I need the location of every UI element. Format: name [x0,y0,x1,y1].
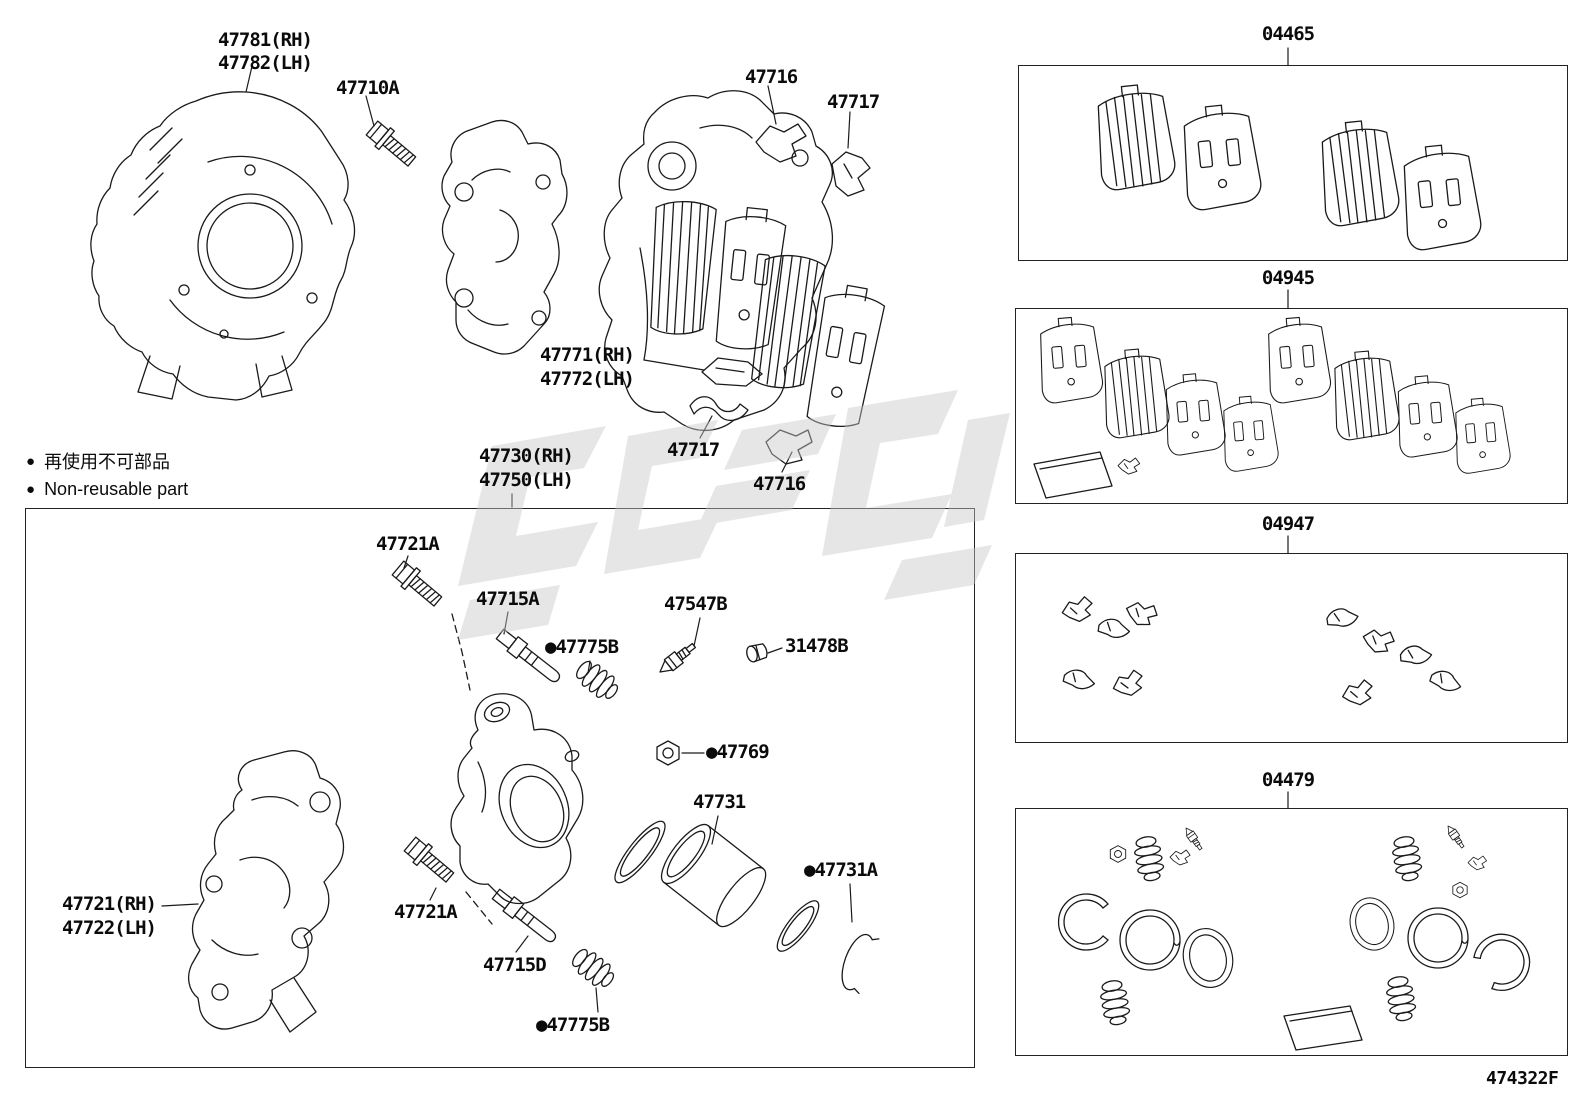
legend-line-jp: ● 再使用不可部品 [26,447,188,475]
kit-04465-contents [1091,81,1484,252]
dust-shield-drawing [90,91,356,401]
legend: ● 再使用不可部品 ● Non-reusable part [26,447,188,503]
pad-clip-47717-top-drawing [831,151,871,197]
torque-plate-drawing [187,750,345,1033]
caliper-bracket-drawing [441,119,568,355]
mounting-bolt-47710a-drawing [363,118,421,172]
brake-pads-drawing [646,198,888,432]
legend-text-jp: 再使用不可部品 [44,452,171,472]
legend-text-en: Non-reusable part [44,478,189,499]
pad-clip-47716-bottom-drawing [765,429,813,465]
caliper-assembly-box [25,508,975,1068]
watermark [458,390,1010,640]
bleeder-cap-31478b-drawing [744,641,770,664]
leader-lines [161,47,1289,1013]
kit-box-04947 [1015,553,1568,743]
kit-04945-contents [1033,314,1512,499]
non-reusable-bullet-icon: ● [26,480,36,498]
caliper-bolt-lower-drawing [401,834,493,925]
slide-pin-47715d-drawing [489,886,561,948]
kit-04947-contents [1059,594,1465,709]
caliper-body-drawing [450,693,584,905]
piston-seal-47731a-drawing [776,900,820,952]
slide-pin-47715a-drawing [493,626,565,688]
nut-47769-drawing [656,740,680,766]
non-reusable-bullet-icon: ● [26,452,36,470]
cylinder-boot-ring-drawing [614,820,666,884]
set-ring-drawing [841,933,880,995]
caliper-bolt-upper-drawing [389,558,471,691]
kit-box-04465 [1018,65,1568,261]
pad-support-plate-drawing [701,357,763,387]
pin-boot-47775b-lower-drawing [567,944,620,993]
kit-box-04945 [1015,308,1568,504]
drawing-number: 474322F [1486,1068,1559,1089]
pad-clip-47717-bottom-drawing [689,396,749,421]
pad-clip-47716-top-drawing [755,123,807,163]
bleeder-plug-47547b-drawing [655,639,699,679]
piston-47731-drawing [660,823,767,928]
kit-box-04479 [1015,808,1568,1056]
legend-line-en: ● Non-reusable part [26,475,188,503]
knuckle-assembly-drawing [598,90,834,431]
kit-04479-contents [1057,823,1541,1051]
pin-boot-47775b-upper-drawing [571,656,624,705]
